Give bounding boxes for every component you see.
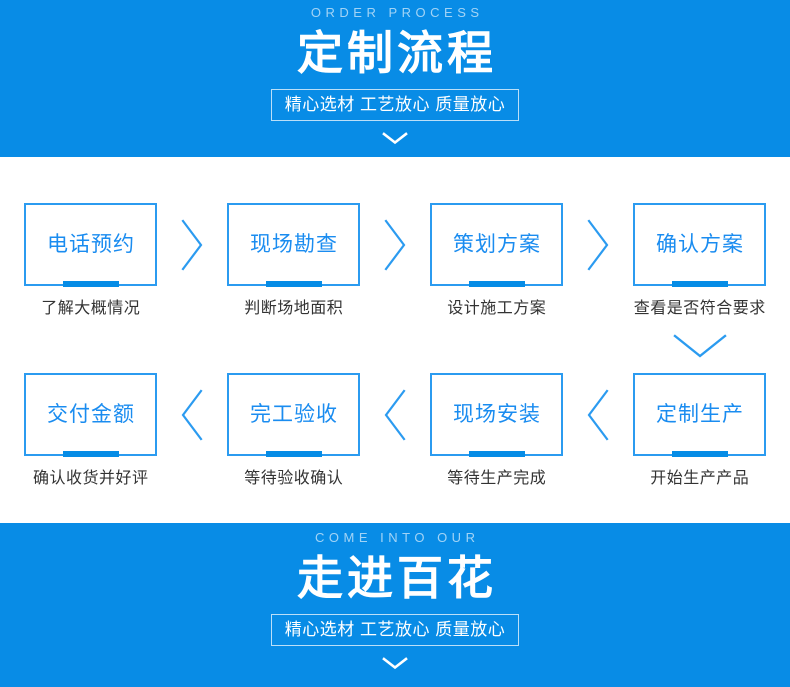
process-step-3[interactable]: 策划方案 设计施工方案	[430, 203, 563, 319]
accent-bar	[265, 281, 322, 287]
top-banner: ORDER PROCESS 定制流程 精心选材 工艺放心 质量放心	[0, 0, 790, 157]
connector-7-8	[157, 373, 227, 445]
process-row-2: 交付金额 确认收货并好评 完工验收 等待验收确认	[0, 373, 790, 503]
connector-6-7	[360, 373, 430, 445]
process-step-6-box[interactable]: 现场安装	[430, 373, 563, 457]
chevron-left-icon	[181, 389, 203, 441]
process-step-6-caption: 等待生产完成	[447, 470, 547, 487]
process-step-7-label: 完工验收	[250, 402, 338, 426]
chevron-right-icon	[587, 219, 609, 271]
chevron-right-icon	[181, 219, 203, 271]
process-step-8-label: 交付金额	[47, 402, 135, 426]
process-step-1-box[interactable]: 电话预约	[24, 203, 157, 287]
connector-5-6	[563, 373, 633, 445]
bottom-banner-eyebrow: COME INTO OUR	[315, 530, 480, 545]
process-step-4[interactable]: 确认方案 查看是否符合要求	[633, 203, 766, 319]
process-step-5[interactable]: 定制生产 开始生产产品	[633, 373, 766, 489]
chevron-left-icon	[384, 389, 406, 441]
connector-1-2	[157, 203, 227, 275]
process-step-5-caption: 开始生产产品	[650, 470, 750, 487]
accent-bar	[62, 281, 119, 287]
process-step-3-caption: 设计施工方案	[447, 300, 547, 317]
process-row-1: 电话预约 了解大概情况 现场勘查 判断场地面积	[0, 203, 790, 333]
accent-bar	[468, 451, 525, 457]
bottom-banner-title: 走进百花	[297, 551, 497, 605]
process-step-1[interactable]: 电话预约 了解大概情况	[24, 203, 157, 319]
process-step-5-label: 定制生产	[656, 402, 744, 426]
process-step-5-box[interactable]: 定制生产	[633, 373, 766, 457]
process-step-7-caption: 等待验收确认	[244, 470, 344, 487]
chevron-down-icon	[673, 334, 727, 358]
top-banner-subtitle: 精心选材 工艺放心 质量放心	[270, 89, 520, 121]
process-flow: 电话预约 了解大概情况 现场勘查 判断场地面积	[0, 157, 790, 523]
chevron-right-icon	[384, 219, 406, 271]
process-step-8[interactable]: 交付金额 确认收货并好评	[24, 373, 157, 489]
process-step-8-caption: 确认收货并好评	[32, 470, 149, 487]
top-banner-eyebrow: ORDER PROCESS	[310, 5, 484, 20]
accent-bar	[671, 281, 728, 287]
connector-3-4	[563, 203, 633, 275]
process-step-2[interactable]: 现场勘查 判断场地面积	[227, 203, 360, 319]
process-step-4-caption: 查看是否符合要求	[633, 300, 766, 317]
process-step-6-label: 现场安装	[453, 402, 541, 426]
accent-bar	[62, 451, 119, 457]
accent-bar	[671, 451, 728, 457]
process-step-4-box[interactable]: 确认方案	[633, 203, 766, 287]
process-step-3-label: 策划方案	[453, 232, 541, 256]
process-step-1-label: 电话预约	[47, 232, 135, 256]
process-step-8-box[interactable]: 交付金额	[24, 373, 157, 457]
accent-bar	[265, 451, 322, 457]
accent-bar	[468, 281, 525, 287]
process-step-2-box[interactable]: 现场勘查	[227, 203, 360, 287]
process-step-7-box[interactable]: 完工验收	[227, 373, 360, 457]
process-step-2-caption: 判断场地面积	[244, 300, 344, 317]
process-step-4-label: 确认方案	[656, 232, 744, 256]
chevron-down-icon	[382, 657, 408, 670]
process-step-7[interactable]: 完工验收 等待验收确认	[227, 373, 360, 489]
bottom-banner: COME INTO OUR 走进百花 精心选材 工艺放心 质量放心	[0, 523, 790, 687]
process-step-1-caption: 了解大概情况	[41, 300, 141, 317]
process-step-2-label: 现场勘查	[250, 232, 338, 256]
top-banner-title: 定制流程	[297, 26, 497, 80]
process-step-6[interactable]: 现场安装 等待生产完成	[430, 373, 563, 489]
bottom-banner-subtitle: 精心选材 工艺放心 质量放心	[270, 614, 520, 646]
chevron-down-icon	[382, 132, 408, 145]
process-step-3-box[interactable]: 策划方案	[430, 203, 563, 287]
chevron-left-icon	[587, 389, 609, 441]
connector-2-3	[360, 203, 430, 275]
